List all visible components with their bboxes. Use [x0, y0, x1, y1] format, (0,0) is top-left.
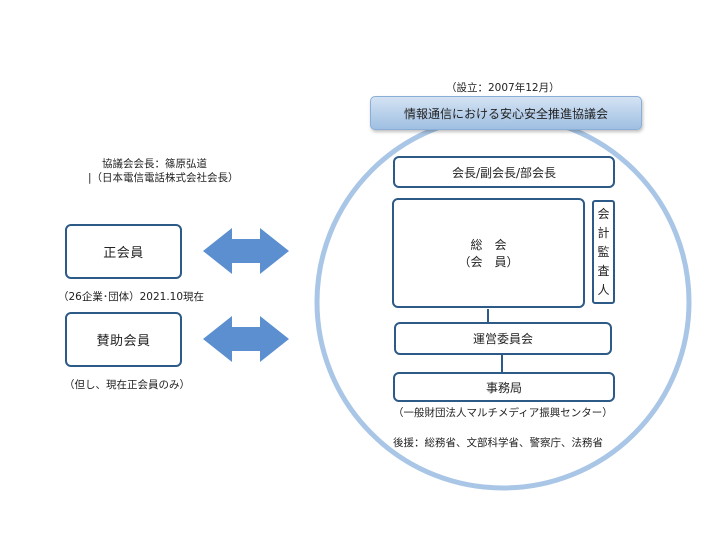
- general-assembly-title: 総 会: [470, 238, 507, 252]
- steering-committee-box: 運営委員会: [394, 322, 612, 355]
- auditor-char: 監: [597, 244, 610, 259]
- auditor-char: 人: [597, 282, 610, 297]
- regular-member-label: 正会員: [103, 246, 144, 261]
- regular-member-box: 正会員: [65, 224, 182, 279]
- double-arrow-supporting-member: [203, 316, 289, 362]
- general-assembly-subtitle: （会 員）: [458, 255, 519, 269]
- supporting-member-note: （但し、現在正会員のみ）: [64, 379, 190, 391]
- chair-title: 協議会会長：篠原弘道: [102, 158, 207, 170]
- council-name: 情報通信における安心安全推進協議会: [403, 106, 608, 121]
- bar-mark: |: [88, 172, 92, 184]
- double-arrow-regular-member: [203, 228, 289, 274]
- regular-member-note: （26企業･団体）2021.10現在: [58, 291, 205, 303]
- general-assembly-box: 総 会 （会 員）: [392, 198, 585, 308]
- secretariat-organization: （一般財団法人マルチメディア振興センター）: [393, 407, 613, 419]
- chair-affiliation: |（日本電信電話株式会社会長）: [88, 172, 239, 184]
- supporting-member-box: 賛助会員: [65, 312, 182, 367]
- established-date: （設立：2007年12月）: [446, 82, 560, 94]
- steering-committee-label: 運営委員会: [472, 332, 533, 346]
- auditor-box: 会 計 監 査 人: [592, 200, 615, 304]
- secretariat-label: 事務局: [485, 380, 522, 395]
- leadership-label: 会長/副会長/部会長: [451, 165, 557, 180]
- auditor-char: 計: [597, 225, 610, 240]
- leadership-box: 会長/副会長/部会長: [393, 156, 615, 188]
- secretariat-box: 事務局: [393, 372, 615, 402]
- support-ministries: 後援：総務省、文部科学省、警察庁、法務省: [393, 437, 603, 449]
- supporting-member-label: 賛助会員: [96, 334, 151, 349]
- council-name-header: 情報通信における安心安全推進協議会: [370, 96, 642, 130]
- auditor-char: 会: [597, 206, 610, 221]
- auditor-char: 査: [597, 263, 610, 278]
